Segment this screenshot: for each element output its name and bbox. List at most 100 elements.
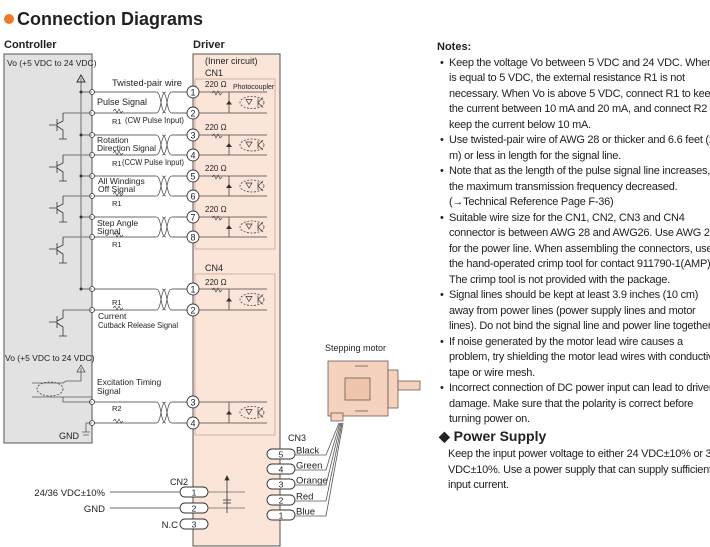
bullet-icon: • [440,165,444,177]
cn3-pin-number: 5 [279,450,284,460]
notes-section: Notes: •Keep the voltage Vo between 5 VD… [437,40,710,428]
note-line: keep the current below 10 mA. [449,118,591,131]
note-line: m) or less in length for the signal line… [449,149,621,162]
photocoupler-label: Photocoupler [233,84,275,91]
note-line: tape or wire mesh. [449,366,535,379]
note-line: problem, try shielding the motor lead wi… [449,351,710,363]
step-label-1: Step Angle [97,218,138,228]
r1-label: R1 [112,117,122,126]
power-supply-text: Keep the input power voltage to either 2… [439,447,710,494]
resistor-value: 220 Ω [205,278,227,287]
driver-label: Driver [193,39,226,51]
cn1-label: CN1 [205,68,223,78]
r1-label: R1 [112,199,122,208]
resistor-icon [112,150,124,156]
rotation-label-1: Rotation [97,135,129,145]
note-line: connector is between AWG 28 and AWG26. U… [449,227,710,239]
cn3-pin [266,448,296,460]
resistor-icon [211,133,223,139]
pin-number: 6 [190,192,195,202]
current-label-1: Current [98,311,127,321]
cn2-pin-label: N.C [162,520,179,531]
power-supply-section: ◆ Power Supply Keep the input power volt… [439,428,710,494]
diamond-bullet-icon: ◆ [439,428,450,444]
twisted-pair-icon [155,216,173,238]
resistor-icon [211,174,223,180]
resistor-value: 220 Ω [205,164,227,173]
signal-pair: 34 [32,364,267,436]
cn3-pin-number: 1 [279,511,284,521]
pin-number: 3 [190,398,195,408]
vo-arrow-icon [76,73,86,83]
lead-color-label: Orange [296,476,328,487]
resistor-icon [112,305,124,311]
r1-label: R1 [112,159,122,168]
note-item: •Keep the voltage Vo between 5 VDC and 2… [437,56,710,134]
cw-pulse-label: (CW Pulse Input) [125,115,184,125]
power-supply-title: ◆ Power Supply [439,428,710,445]
cn3-pin-number: 2 [279,496,284,506]
diode-icon [226,143,232,147]
cn2-pin-label: 24/36 VDC±10% [34,488,105,499]
note-line: lines). Do not bind the signal line and … [449,320,710,332]
bullet-icon: • [440,382,444,394]
note-item: • Suitable wire size for the CN1, CN2, CN… [437,211,710,289]
resistor-icon [112,191,124,197]
cn2-pin-label: GND [84,504,105,515]
pin-number: 1 [190,88,195,98]
twisted-pair-icon [155,175,173,197]
twisted-pair-icon [155,134,173,156]
note-item: •If noise generated by the motor lead wi… [437,335,710,382]
awo-label-2: Off Signal [98,184,135,194]
photocoupler-icon [239,293,265,306]
lead-color-label: Blue [296,507,315,518]
twisted-pair-icon [155,401,173,424]
resistor-value: 220 Ω [205,123,227,132]
diode-icon [226,410,232,415]
ground-icon [82,422,92,436]
note-line: damage. Make sure that the polarity is c… [449,397,694,410]
r1-label: R1 [112,240,122,249]
resistor-icon [112,108,124,114]
pin-number: 7 [190,213,195,223]
bullet-icon: • [440,211,444,224]
note-item: •Signal lines should be kept at least 3.… [437,288,710,335]
note-line: The crimp tool is not provided with the … [449,273,670,286]
timing-label-2: Signal [97,386,121,396]
note-line: Note that as the length of the pulse sig… [449,165,710,177]
cn3-label: CN3 [288,433,306,443]
cn3-pin [266,494,296,506]
cn2-pin [179,518,209,530]
rotation-label-2: Direction Signal [97,143,156,153]
transistor-icon [49,196,67,223]
note-line: the maximum transmission frequency decre… [449,180,678,193]
resistor-icon [112,418,124,424]
stepping-motor-image [327,360,421,422]
cn3-pin-number: 3 [279,480,284,490]
note-line: turning power on. [449,413,530,425]
note-item: • Note that as the length of the pulse si… [437,164,710,211]
pin-number: 2 [190,306,195,316]
power-supply-line: input current. [448,479,509,491]
photocoupler-icon [239,96,265,109]
note-line: Signal lines should be kept at least 3.9… [449,289,699,301]
current-label-2: Cutback Release Signal [98,320,178,330]
twisted-pair-icon [155,91,173,114]
photocoupler-icon [239,179,265,193]
resistor-icon [211,90,223,96]
transistor-icon [49,310,67,337]
stepping-motor-label: Stepping motor [325,343,386,353]
note-line: Use twisted-pair wire of AWG 28 or thick… [449,134,710,146]
power-supply-heading: Power Supply [453,428,547,444]
controller-photocoupler-icon [36,381,64,397]
note-line: for the power line. When assembling the … [449,242,710,255]
note-line: Suitable wire size for the CN1, CN2, CN3… [449,211,685,224]
photocoupler-icon [239,220,265,234]
vo-top-label: Vo (+5 VDC to 24 VDC) [7,58,97,68]
vo-mid-label: Vo (+5 VDC to 24 VDC) [5,353,95,363]
power-supply-line: VDC±10%. Use a power supply that can sup… [448,463,710,476]
